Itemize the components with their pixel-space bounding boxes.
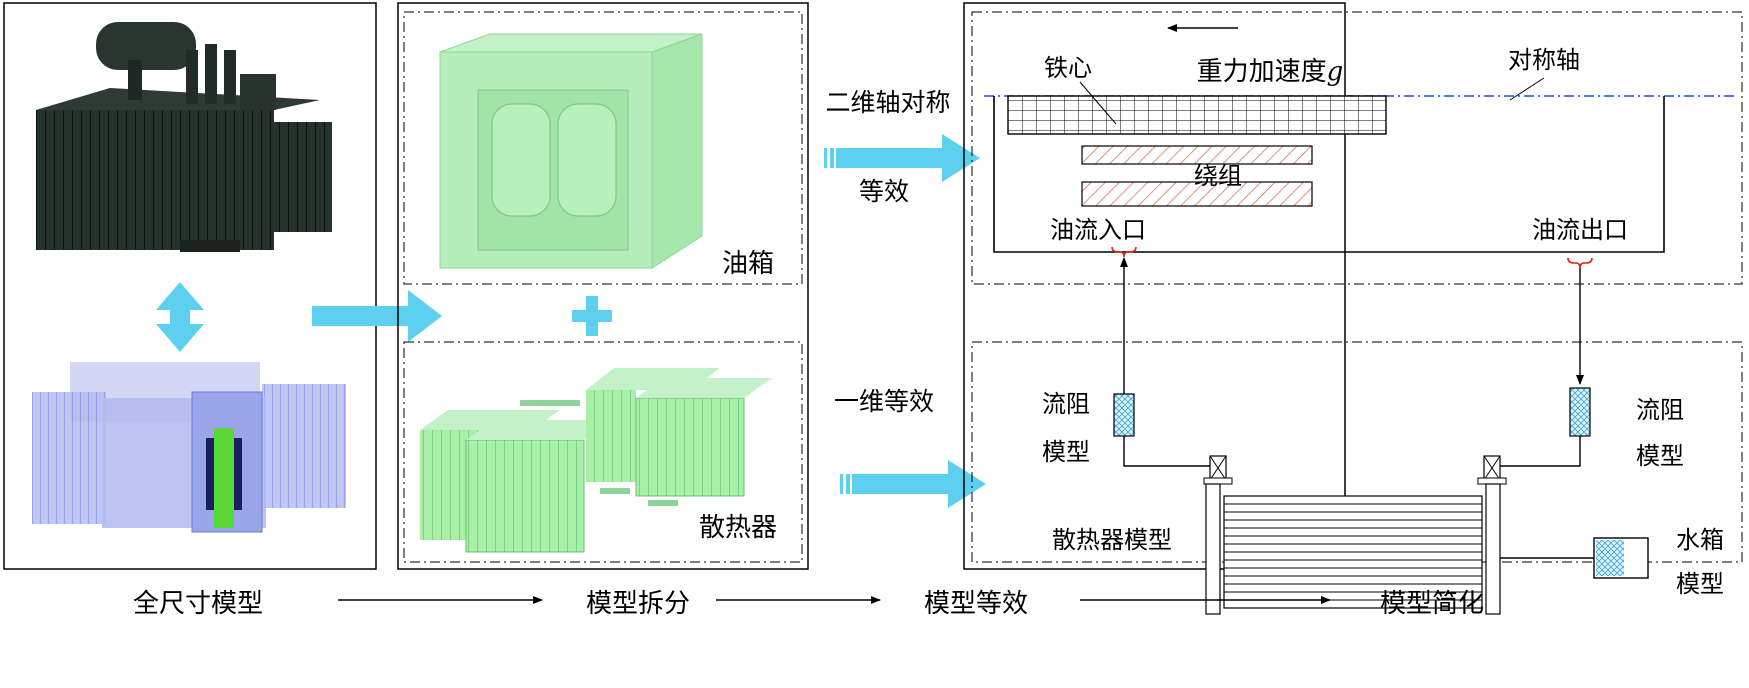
flow-res-left-line1: 流阻 bbox=[1042, 390, 1090, 418]
flow-res-right-line2: 模型 bbox=[1636, 442, 1684, 470]
winding-lower bbox=[1081, 181, 1313, 207]
axis-leader-line bbox=[1509, 77, 1545, 101]
tank-sub-frame bbox=[403, 11, 803, 285]
axisym-label: 二维轴对称 bbox=[825, 88, 950, 117]
flow-res-left-line2: 模型 bbox=[1042, 438, 1090, 466]
water-tank-hatch bbox=[1596, 540, 1624, 576]
water-tank-line2: 模型 bbox=[1676, 570, 1724, 598]
full-model-caption: 全尺寸模型 bbox=[133, 589, 263, 619]
iron-core-mesh bbox=[1007, 95, 1387, 135]
one-d-label: 一维等效 bbox=[834, 387, 934, 416]
left-loop-pipe bbox=[1123, 436, 1210, 467]
flow-res-right-line1: 流阻 bbox=[1636, 396, 1684, 424]
flow-resistance-right bbox=[1569, 387, 1591, 437]
valve-left-icon bbox=[1203, 455, 1233, 485]
plus-icon bbox=[572, 296, 612, 336]
flow-arrow-one-d bbox=[840, 460, 986, 508]
right-loop-pipe bbox=[1500, 436, 1581, 467]
radiator-sub-frame bbox=[403, 341, 803, 563]
split-caption: 模型拆分 bbox=[586, 589, 690, 619]
radiator-model bbox=[1205, 483, 1501, 615]
flow-arrow-axisym bbox=[824, 134, 980, 182]
symmetry-axis-label: 对称轴 bbox=[1508, 46, 1580, 74]
oil-tank-3d bbox=[439, 33, 703, 269]
tank-model-sub-frame bbox=[971, 11, 1743, 285]
double-arrow-icon bbox=[156, 282, 204, 352]
tank-outline bbox=[993, 96, 1665, 253]
core-label: 铁心 bbox=[1044, 54, 1092, 82]
flow-arrow-split bbox=[312, 290, 442, 342]
radiator-3d bbox=[420, 368, 772, 553]
radiator-label: 散热器 bbox=[699, 513, 777, 543]
oil-outlet-label: 油流出口 bbox=[1532, 216, 1628, 244]
cutaway-3d-model bbox=[32, 362, 346, 533]
tank-label: 油箱 bbox=[722, 249, 774, 279]
outlet-brace bbox=[1567, 257, 1593, 269]
winding-upper bbox=[1081, 145, 1313, 165]
equiv-label: 等效 bbox=[859, 177, 909, 206]
gravity-label: 重力加速度g bbox=[1197, 57, 1344, 87]
split-panel-frame bbox=[397, 2, 809, 570]
water-tank-line1: 水箱 bbox=[1676, 526, 1724, 554]
core-leader-line bbox=[1079, 81, 1117, 125]
equivalent-caption: 模型等效 bbox=[924, 589, 1028, 619]
simplified-panel-frame bbox=[963, 2, 1346, 570]
oil-inlet-label: 油流入口 bbox=[1050, 216, 1146, 244]
flow-resistance-left bbox=[1113, 393, 1135, 437]
radiator-model-label: 散热器模型 bbox=[1052, 526, 1172, 554]
transformer-photo bbox=[36, 22, 332, 252]
simplified-caption: 模型简化 bbox=[1380, 589, 1484, 619]
valve-right-icon bbox=[1477, 455, 1507, 485]
winding-label: 绕组 bbox=[1194, 162, 1242, 190]
